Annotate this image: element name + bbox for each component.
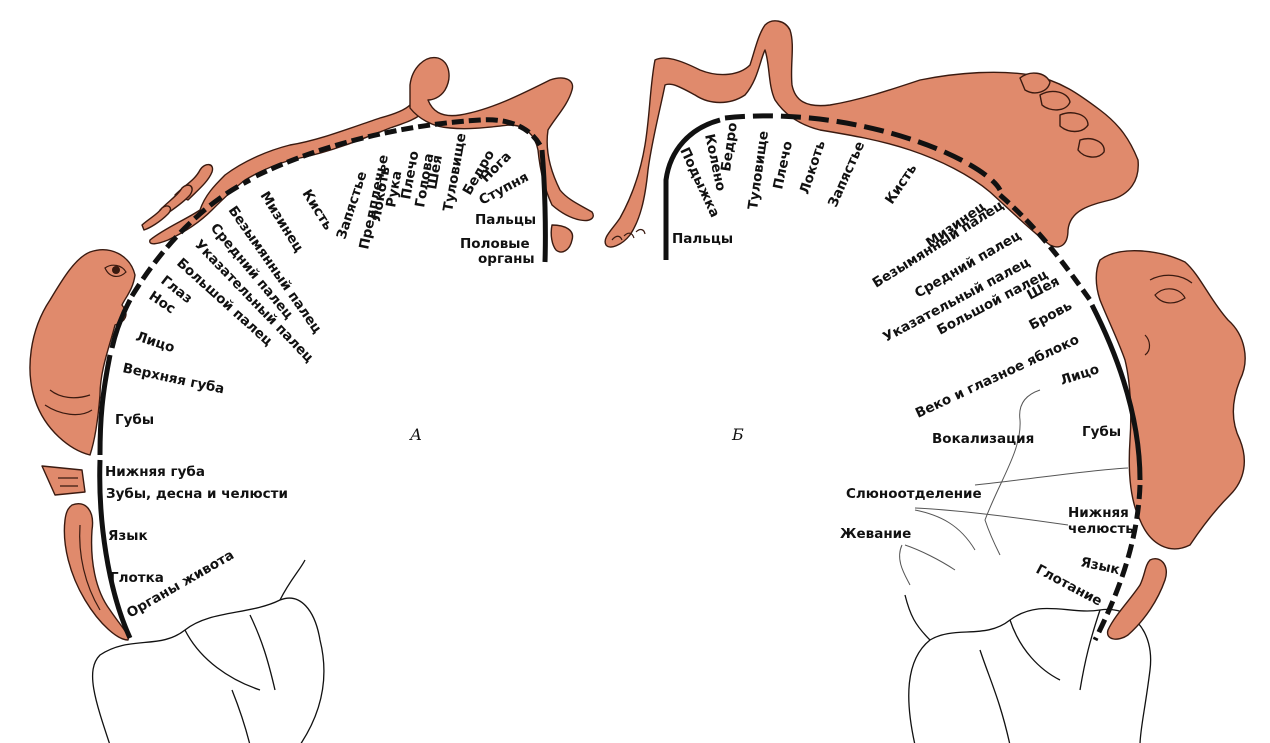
label-verkhnyaya-guba: Верхняя губа: [121, 360, 226, 397]
label-litso-right: Лицо: [1058, 361, 1101, 389]
label-organy: органы: [478, 251, 535, 267]
left-jaw-shape: [41, 465, 86, 496]
label-tulovishche: Туловище: [440, 132, 470, 213]
label-veko: Веко и глазное яблоко: [913, 332, 1082, 422]
label-ruka: Рука: [383, 170, 405, 209]
label-zapyastye-right: Запястье: [825, 139, 868, 210]
right-labels: Пальцы Подыжка Колено Бедро Туловище Пле…: [672, 122, 1134, 610]
label-litso: Лицо: [134, 329, 177, 357]
label-nizhnyaya: Нижняя: [1068, 505, 1129, 521]
right-homunculus: [604, 20, 1246, 640]
right-leg-shape: [604, 20, 1139, 248]
right-brain-outline: [904, 594, 1152, 743]
label-lokot-right: Локоть: [797, 139, 829, 197]
label-zuby: Зубы, десна и челюсти: [106, 486, 288, 502]
label-vokalizatsiya: Вокализация: [932, 431, 1034, 447]
label-polovye: Половые: [460, 236, 530, 252]
label-kist-right: Кисть: [882, 161, 920, 207]
label-sheya: Шея: [424, 154, 446, 191]
label-chelyust: челюсть: [1068, 521, 1134, 537]
panel-label-a: А: [409, 425, 422, 444]
left-face-shape: [29, 249, 136, 456]
left-tongue-shape: [63, 503, 129, 641]
right-tongue-shape: [1106, 558, 1167, 640]
label-brov: Бровь: [1026, 298, 1074, 334]
label-nizhnyaya-guba: Нижняя губа: [105, 464, 205, 480]
left-brain-outline: [91, 559, 325, 743]
label-yazyk: Язык: [108, 528, 148, 544]
panel-label-b: Б: [731, 425, 744, 444]
label-zhevanie: Жевание: [840, 526, 911, 542]
label-guby: Губы: [115, 412, 154, 428]
label-glotka: Глотка: [110, 570, 164, 586]
left-cortex-segments: [97, 117, 548, 640]
label-guby-right: Губы: [1082, 424, 1121, 440]
label-slyunootdelenie: Слюноотделение: [846, 486, 982, 502]
label-kist: Кисть: [299, 187, 336, 234]
label-paltsy-right: Пальцы: [672, 231, 733, 247]
label-yazyk-right: Язык: [1079, 554, 1121, 578]
label-bedro-right: Бедро: [718, 122, 741, 173]
label-paltsy-left: Пальцы: [475, 212, 536, 228]
label-tulovishche-right: Туловище: [745, 130, 772, 211]
right-face-shape: [1095, 250, 1246, 550]
label-plecho-right: Плечо: [770, 140, 796, 191]
leader-lines: [899, 389, 1129, 586]
right-cortex-segments: [663, 113, 1143, 642]
